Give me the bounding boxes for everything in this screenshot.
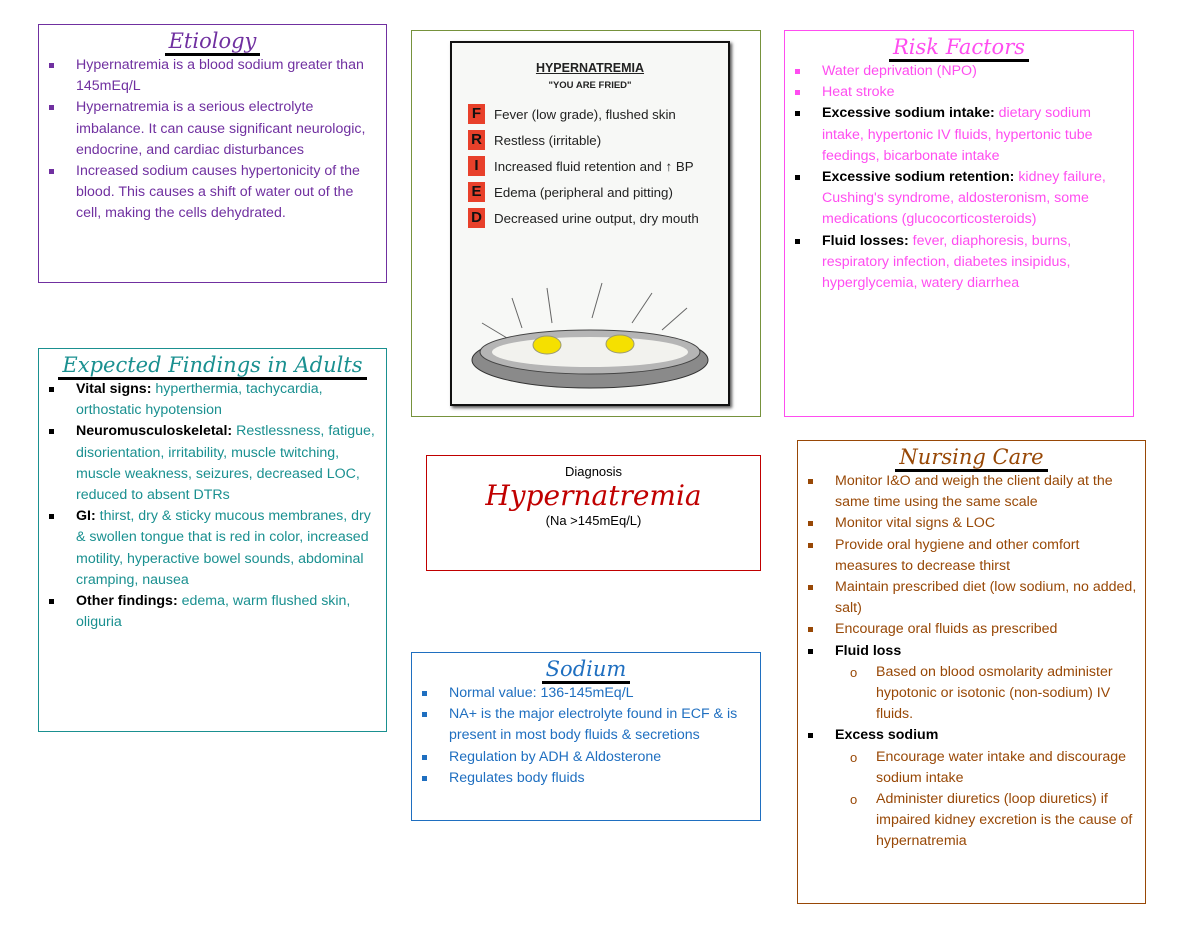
sodium-section: Sodium Normal value: 136-145mEq/L NA+ is … — [411, 652, 761, 821]
item-label: Vital signs: — [76, 381, 152, 397]
list-item: Provide oral hygiene and other comfort m… — [798, 535, 1137, 577]
item-text: Heat stroke — [822, 84, 895, 101]
item-text: Regulates body fluids — [449, 769, 585, 786]
list-item: Monitor I&O and weigh the client daily a… — [798, 471, 1137, 513]
item-text: NA+ is the major electrolyte found in EC… — [449, 706, 738, 744]
item-label: Excessive sodium intake: — [822, 105, 995, 122]
fried-text: Fever (low grade), flushed skin — [494, 106, 676, 122]
diagnosis-value: (Na >145mEq/L) — [545, 513, 642, 528]
diagnosis-section: Diagnosis Hypernatremia (Na >145mEq/L) — [426, 455, 761, 571]
fried-letter: R — [468, 130, 485, 150]
item-text: Water deprivation (NPO) — [822, 63, 977, 79]
fried-letter: F — [468, 104, 485, 124]
fried-mnemonic-card: HYPERNATREMIA "YOU ARE FRIED" F Fever (lo… — [450, 41, 730, 406]
list-item: Water deprivation (NPO) — [785, 61, 1125, 82]
fried-row: I Increased fluid retention and ↑ BP — [468, 155, 728, 177]
item-label: Fluid losses: — [822, 232, 909, 249]
item-label: Fluid loss — [835, 642, 902, 659]
item-text: edema, warm flushed skin, oliguria — [76, 593, 351, 631]
list-item: Hypernatremia is a serious electrolyte i… — [39, 97, 378, 161]
fried-letter: I — [468, 156, 485, 176]
sub-list-item: Based on blood osmolarity administer hyp… — [798, 662, 1137, 726]
list-item: Excessive sodium retention: kidney failu… — [785, 167, 1125, 231]
list-item: Excessive sodium intake: dietary sodium … — [785, 103, 1125, 167]
list-item: Other findings: edema, warm flushed skin… — [39, 591, 378, 633]
frying-pan-eggs-illustration — [471, 282, 709, 389]
fried-text: Increased fluid retention and ↑ BP — [494, 158, 694, 174]
list-item: Normal value: 136-145mEq/L — [412, 683, 752, 704]
risk-factors-title: Risk Factors — [888, 35, 1030, 62]
sodium-list: Normal value: 136-145mEq/L NA+ is the maj… — [412, 683, 760, 789]
fried-row: F Fever (low grade), flushed skin — [468, 103, 728, 125]
item-text: kidney failure, Cushing's syndrome, aldo… — [822, 169, 1106, 228]
list-item: Encourage oral fluids as prescribed — [798, 619, 1137, 640]
nursing-care-list: Monitor I&O and weigh the client daily a… — [798, 471, 1145, 853]
expected-findings-title: Expected Findings in Adults — [58, 353, 367, 380]
item-text: Normal value: 136-145mEq/L — [449, 685, 634, 701]
sub-list-item: Encourage water intake and discourage so… — [798, 747, 1137, 789]
list-item: Regulation by ADH & Aldosterone — [412, 747, 752, 768]
list-item: NA+ is the major electrolyte found in EC… — [412, 704, 752, 746]
item-text: hyperthermia, tachycardia, orthostatic h… — [76, 381, 323, 419]
fried-letter: D — [468, 208, 485, 228]
sub-list-item: Administer diuretics (loop diuretics) if… — [798, 789, 1137, 853]
item-label: Excessive sodium retention: — [822, 169, 1015, 186]
list-item: Maintain prescribed diet (low sodium, no… — [798, 577, 1137, 619]
fried-letter: E — [468, 182, 485, 202]
item-text: Increased sodium causes hypertonicity of… — [76, 163, 360, 222]
card-subtitle: "YOU ARE FRIED" — [548, 80, 632, 91]
list-item: Increased sodium causes hypertonicity of… — [39, 161, 378, 225]
list-item: Fluid loss — [798, 641, 1137, 662]
fried-mnemonic-image-frame: HYPERNATREMIA "YOU ARE FRIED" F Fever (lo… — [411, 30, 761, 417]
list-item: GI: thirst, dry & sticky mucous membrane… — [39, 506, 378, 591]
expected-findings-section: Expected Findings in Adults Vital signs:… — [38, 348, 387, 732]
item-label: GI: — [76, 508, 96, 525]
list-item: Regulates body fluids — [412, 768, 752, 789]
list-item: Neuromusculoskeletal: Restlessness, fati… — [39, 421, 378, 506]
list-item: Vital signs: hyperthermia, tachycardia, … — [39, 379, 378, 421]
etiology-title: Etiology — [164, 29, 261, 56]
etiology-section: Etiology Hypernatremia is a blood sodium… — [38, 24, 387, 283]
expected-findings-list: Vital signs: hyperthermia, tachycardia, … — [39, 379, 386, 633]
item-text: Based on blood osmolarity administer hyp… — [876, 663, 1113, 723]
diagnosis-label: Diagnosis — [564, 464, 623, 479]
etiology-list: Hypernatremia is a blood sodium greater … — [39, 55, 386, 225]
item-text: Regulation by ADH & Aldosterone — [449, 748, 662, 765]
item-text: Maintain prescribed diet (low sodium, no… — [835, 579, 1137, 617]
fried-text: Edema (peripheral and pitting) — [494, 184, 673, 200]
list-item: Heat stroke — [785, 82, 1125, 103]
item-text: Hypernatremia is a serious electrolyte i… — [76, 99, 366, 158]
item-text: fever, diaphoresis, burns, respiratory i… — [822, 232, 1072, 292]
item-text: Hypernatremia is a blood sodium greater … — [76, 57, 364, 95]
item-text: Restlessness, fatigue, disorientation, i… — [76, 423, 375, 504]
nursing-care-title: Nursing Care — [895, 445, 1048, 472]
fried-row: R Restless (irritable) — [468, 129, 728, 151]
item-text: Monitor I&O and weigh the client daily a… — [835, 473, 1113, 511]
item-text: Monitor vital signs & LOC — [835, 515, 996, 532]
list-item: Hypernatremia is a blood sodium greater … — [39, 55, 378, 97]
list-item: Excess sodium — [798, 725, 1137, 746]
fried-text: Restless (irritable) — [494, 132, 602, 148]
fried-row: D Decreased urine output, dry mouth — [468, 207, 728, 229]
item-text: Provide oral hygiene and other comfort m… — [835, 536, 1080, 574]
item-text: Administer diuretics (loop diuretics) if… — [876, 791, 1133, 850]
item-text: thirst, dry & sticky mucous membranes, d… — [76, 508, 371, 588]
item-label: Neuromusculoskeletal: — [76, 423, 233, 440]
list-item: Fluid losses: fever, diaphoresis, burns,… — [785, 231, 1125, 295]
item-text: dietary sodium intake, hypertonic IV flu… — [822, 105, 1093, 164]
fried-text: Decreased urine output, dry mouth — [494, 210, 699, 226]
nursing-care-section: Nursing Care Monitor I&O and weigh the c… — [797, 440, 1146, 904]
item-text: Encourage water intake and discourage so… — [876, 748, 1127, 786]
item-text: Encourage oral fluids as prescribed — [835, 621, 1058, 638]
diagnosis-name: Hypernatremia — [485, 479, 702, 512]
list-item: Monitor vital signs & LOC — [798, 513, 1137, 534]
risk-factors-section: Risk Factors Water deprivation (NPO) Heat… — [784, 30, 1134, 417]
item-label: Other findings: — [76, 593, 178, 610]
fried-row: E Edema (peripheral and pitting) — [468, 181, 728, 203]
card-title: HYPERNATREMIA — [535, 61, 645, 75]
item-label: Excess sodium — [835, 727, 939, 744]
sodium-title: Sodium — [541, 657, 631, 684]
